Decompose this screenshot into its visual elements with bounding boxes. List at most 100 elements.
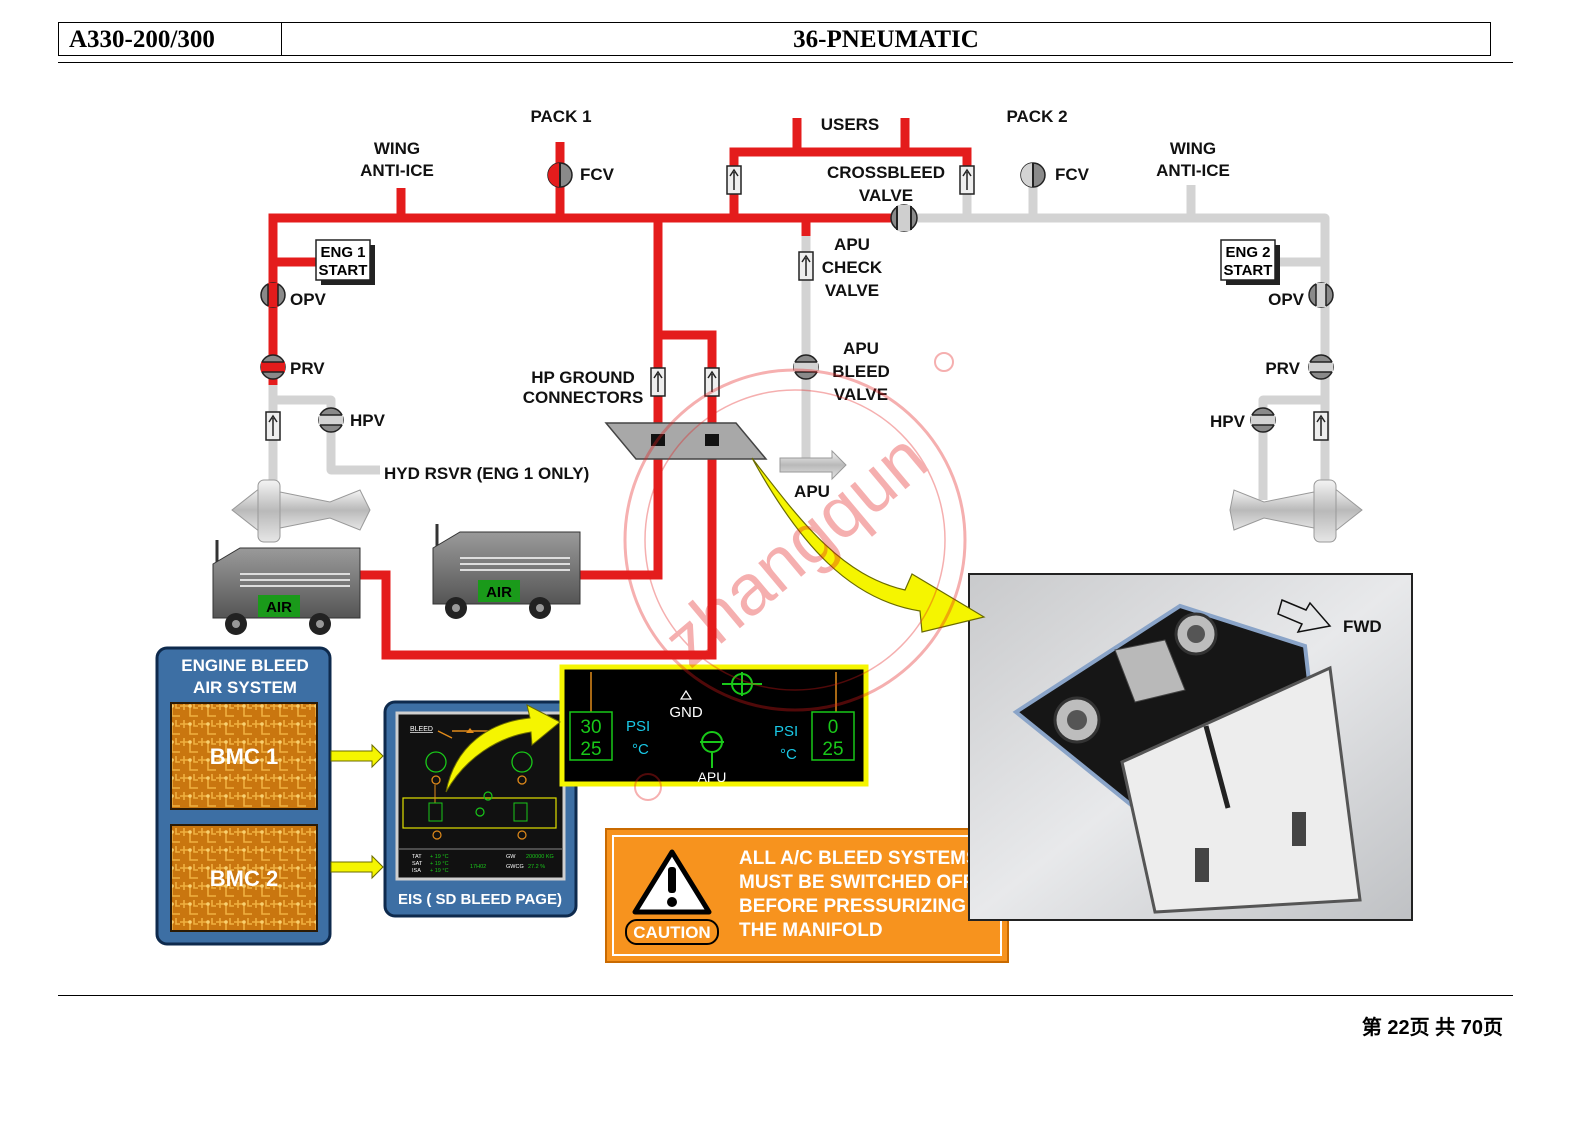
header-rule: [58, 62, 1513, 63]
prv-left-valve: [260, 354, 286, 380]
caution-line-2: MUST BE SWITCHED OFF: [739, 872, 974, 893]
air-cart-2-label: AIR: [486, 584, 512, 601]
caution-badge-label: CAUTION: [633, 923, 710, 942]
eis-tat-label: TAT: [412, 854, 422, 860]
bmc-panel: ENGINE BLEED AIR SYSTEM BMC 1 BMC 2: [155, 646, 332, 946]
air-cart-1-label: AIR: [266, 599, 292, 616]
opv-right-valve: [1308, 282, 1334, 308]
wing-anti-ice-left-2: ANTI-ICE: [360, 161, 434, 180]
eis-tat-value: + 19 °C: [430, 854, 449, 860]
fcv-left-valve: [547, 162, 573, 188]
pack1-label: PACK 1: [530, 107, 591, 126]
hpv-left-valve: [318, 407, 344, 433]
apu-check-label-1: APU: [834, 235, 870, 254]
apu-check-label-3: VALVE: [825, 281, 879, 300]
pack2-label: PACK 2: [1006, 107, 1067, 126]
eng2-start-label-1: ENG 2: [1225, 244, 1270, 261]
sd-right-degc-unit: °C: [780, 746, 797, 763]
eis-sat-value: + 19 °C: [430, 861, 449, 867]
apu-bleed-label-1: APU: [843, 339, 879, 358]
check-valve-users-right: [959, 165, 975, 195]
sd-right-psi-value: 0: [828, 717, 839, 738]
sd-left-temp-value: 25: [580, 739, 601, 760]
prv-right-label: PRV: [1265, 359, 1300, 378]
eis-gw-label: GW: [506, 854, 516, 860]
opv-right-label: OPV: [1268, 290, 1305, 309]
manifold-photo-arrow: [751, 457, 986, 633]
bmc1-label: BMC 1: [210, 744, 278, 769]
check-valve-apu: [798, 251, 814, 281]
eis-sat-label: SAT: [412, 861, 423, 867]
check-valve-users-left: [726, 165, 742, 195]
eis-gwcg-label: GWCG: [506, 864, 524, 870]
check-valve-hp-2: [704, 367, 720, 397]
pressurized-ducts: [268, 118, 972, 660]
engine-1: [231, 479, 371, 543]
wing-anti-ice-left-1: WING: [374, 139, 420, 158]
sd-left-psi-unit: PSI: [626, 718, 650, 735]
unpressurized-ducts: [268, 168, 1330, 500]
footer-rule: [58, 995, 1513, 996]
eng1-start-box: ENG 1 START: [315, 239, 375, 285]
users-label: USERS: [821, 115, 880, 134]
bmc2-label: BMC 2: [210, 866, 278, 891]
sd-apu-label: APU: [698, 769, 727, 785]
hp-ground-connector-panel: [604, 422, 768, 460]
eis-gwcg-value: 27.2 %: [528, 864, 545, 870]
check-valves: [265, 165, 1329, 441]
apu-bleed-label-2: BLEED: [832, 362, 890, 381]
page-number: 第 22页 共 70页: [1361, 1017, 1503, 1039]
wing-anti-ice-right-1: WING: [1170, 139, 1216, 158]
hyd-rsvr-label: HYD RSVR (ENG 1 ONLY): [384, 464, 589, 483]
ground-connector-photo: FWD: [968, 573, 1413, 921]
eis-gw-value: 200000 KG: [526, 854, 554, 860]
wing-anti-ice-right-2: ANTI-ICE: [1156, 161, 1230, 180]
eis-status-block: TAT + 19 °C SAT + 19 °C ISA + 19 °C 17H0…: [412, 854, 554, 874]
eis-caption: EIS ( SD BLEED PAGE): [398, 891, 562, 908]
hp-ground-label-2: CONNECTORS: [523, 388, 644, 407]
prv-right-valve: [1308, 354, 1334, 380]
bmc-panel-title-2: AIR SYSTEM: [193, 678, 297, 697]
diagram-labels: PACK 1 PACK 2 USERS WING ANTI-ICE WING A…: [290, 107, 1305, 501]
sd-gnd-label: GND: [669, 704, 703, 721]
hpv-left-label: HPV: [350, 411, 386, 430]
caution-line-3: BEFORE PRESSURIZING: [739, 896, 966, 917]
aircraft-model: A330-200/300: [59, 23, 282, 55]
caution-line-4: THE MANIFOLD: [739, 920, 883, 941]
caution-line-1: ALL A/C BLEED SYSTEMS: [739, 848, 979, 869]
eng1-start-label-2: START: [319, 262, 368, 279]
air-cart-1: AIR: [212, 540, 361, 635]
bmc-to-eis-arrows: [330, 743, 384, 880]
fcv-right-valve: [1020, 162, 1046, 188]
apu-check-label-2: CHECK: [822, 258, 883, 277]
crossbleed-label-1: CROSSBLEED: [827, 163, 945, 182]
eng2-start-box: ENG 2 START: [1220, 239, 1280, 285]
eis-isa-label: ISA: [412, 868, 421, 874]
eis-isa-value: + 19 °C: [430, 868, 449, 874]
air-cart-2: AIR: [432, 524, 581, 619]
eng2-start-label-2: START: [1224, 262, 1273, 279]
sd-zoom-panel: 30 25 0 25 PSI °C PSI °C GND APU: [559, 664, 869, 787]
valves: [260, 162, 1334, 433]
eis-time: 17H02: [470, 864, 486, 870]
eng1-start-label-1: ENG 1: [320, 244, 365, 261]
check-valve-eng2: [1313, 411, 1329, 441]
apu-label: APU: [794, 482, 830, 501]
hpv-right-valve: [1250, 407, 1276, 433]
opv-left-valve: [260, 282, 286, 308]
caution-triangle-icon: [632, 849, 712, 915]
crossbleed-label-2: VALVE: [859, 186, 913, 205]
fwd-label: FWD: [1343, 617, 1382, 636]
apu-bleed-label-3: VALVE: [834, 385, 888, 404]
crossbleed-valve: [890, 204, 918, 232]
eis-display: BLEED TAT + 19 °C SAT + 19 °C ISA + 19 °…: [383, 700, 578, 918]
sd-left-degc-unit: °C: [632, 741, 649, 758]
prv-left-label: PRV: [290, 359, 325, 378]
sd-right-temp-value: 25: [822, 739, 843, 760]
hpv-right-label: HPV: [1210, 412, 1246, 431]
engine-2: [1229, 479, 1363, 543]
page-header: A330-200/300 36-PNEUMATIC: [58, 22, 1491, 56]
fcv-left-label: FCV: [580, 165, 615, 184]
chapter-title: 36-PNEUMATIC: [793, 26, 979, 53]
